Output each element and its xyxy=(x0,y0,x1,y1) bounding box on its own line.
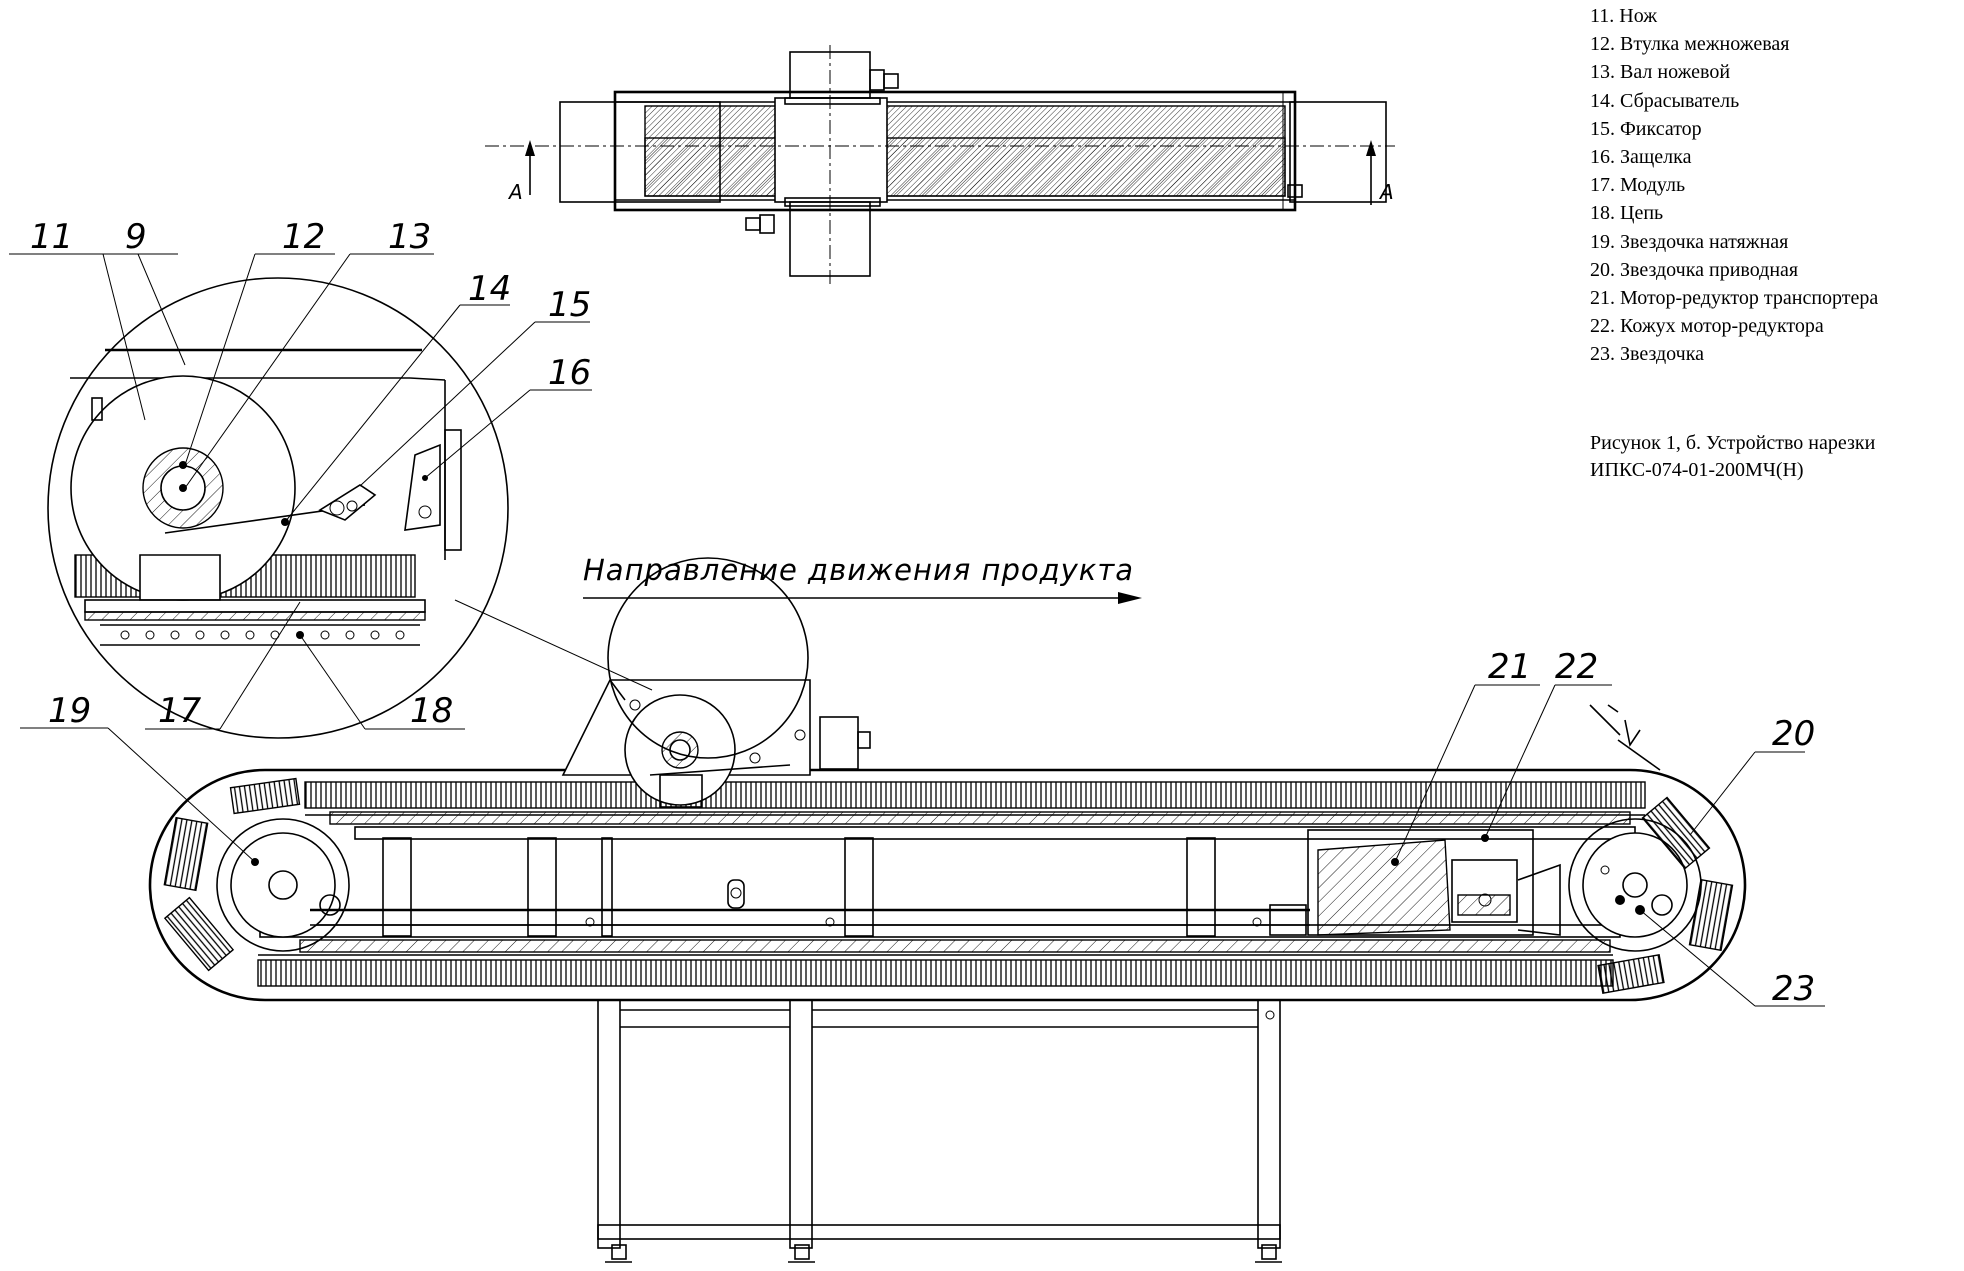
callout-23: 23 xyxy=(1772,969,1815,1009)
caption-line-1: Рисунок 1, б. Устройство нарезки xyxy=(1590,432,1876,454)
legend-item: 11. Нож xyxy=(1590,5,1658,27)
legend-item: 18. Цепь xyxy=(1590,202,1664,225)
legend-item: 19. Звездочка натяжная xyxy=(1590,230,1789,253)
legend-item: 23. Звездочка xyxy=(1590,343,1705,366)
leader-lines xyxy=(9,253,1825,1007)
callout-14: 14 xyxy=(468,269,511,309)
callout-15: 15 xyxy=(548,285,591,325)
callout-18: 18 xyxy=(410,691,453,731)
conveyor-side-view xyxy=(148,557,1747,1263)
caption-line-2: ИПКС-074-01-200МЧ(Н) xyxy=(1590,459,1804,481)
legend-item: 15. Фиксатор xyxy=(1590,117,1702,140)
callouts: 11 9 12 13 14 15 16 17 18 19 20 21 22 23 xyxy=(30,217,1815,1009)
stand xyxy=(597,999,1282,1263)
callout-9: 9 xyxy=(125,217,147,257)
legend-item: 17. Модуль xyxy=(1590,174,1686,197)
legend-item: 13. Вал ножевой xyxy=(1590,61,1731,84)
callout-19: 19 xyxy=(48,691,91,731)
motor-reducer xyxy=(1307,829,1561,936)
section-mark-left: А xyxy=(507,180,523,204)
cutting-unit xyxy=(561,557,871,808)
detail-view xyxy=(47,277,509,739)
flow-direction: Направление движения продукта xyxy=(583,553,1142,604)
flow-label: Направление движения продукта xyxy=(583,553,1134,587)
figure-caption: Рисунок 1, б. Устройство нарезки ИПКС-07… xyxy=(1590,430,1875,484)
callout-16: 16 xyxy=(548,353,591,393)
callout-13: 13 xyxy=(388,217,431,257)
chain-detail xyxy=(100,624,420,646)
callout-12: 12 xyxy=(282,217,325,257)
legend-item: 16. Защелка xyxy=(1590,146,1692,169)
callout-22: 22 xyxy=(1555,647,1598,687)
callout-11: 11 xyxy=(30,217,73,257)
tension-arm xyxy=(1589,704,1661,771)
top-view: А А xyxy=(485,45,1395,285)
callout-17: 17 xyxy=(158,691,202,731)
legend-item: 14. Сбрасыватель xyxy=(1590,89,1740,112)
legend-item: 22. Кожух мотор-редуктора xyxy=(1590,315,1824,338)
section-mark-right: А xyxy=(1378,180,1394,204)
legend-item: 20. Звездочка приводная xyxy=(1590,258,1799,281)
legend-item: 21. Мотор-редуктор транспортера xyxy=(1590,287,1879,310)
end-modules-left xyxy=(163,777,301,972)
callout-20: 20 xyxy=(1772,714,1815,754)
parts-legend: 11. Нож 12. Втулка межножевая 13. Вал но… xyxy=(1590,2,1878,369)
callout-21: 21 xyxy=(1488,647,1531,687)
end-modules-right xyxy=(1597,796,1734,994)
legend-item: 12. Втулка межножевая xyxy=(1590,33,1790,56)
